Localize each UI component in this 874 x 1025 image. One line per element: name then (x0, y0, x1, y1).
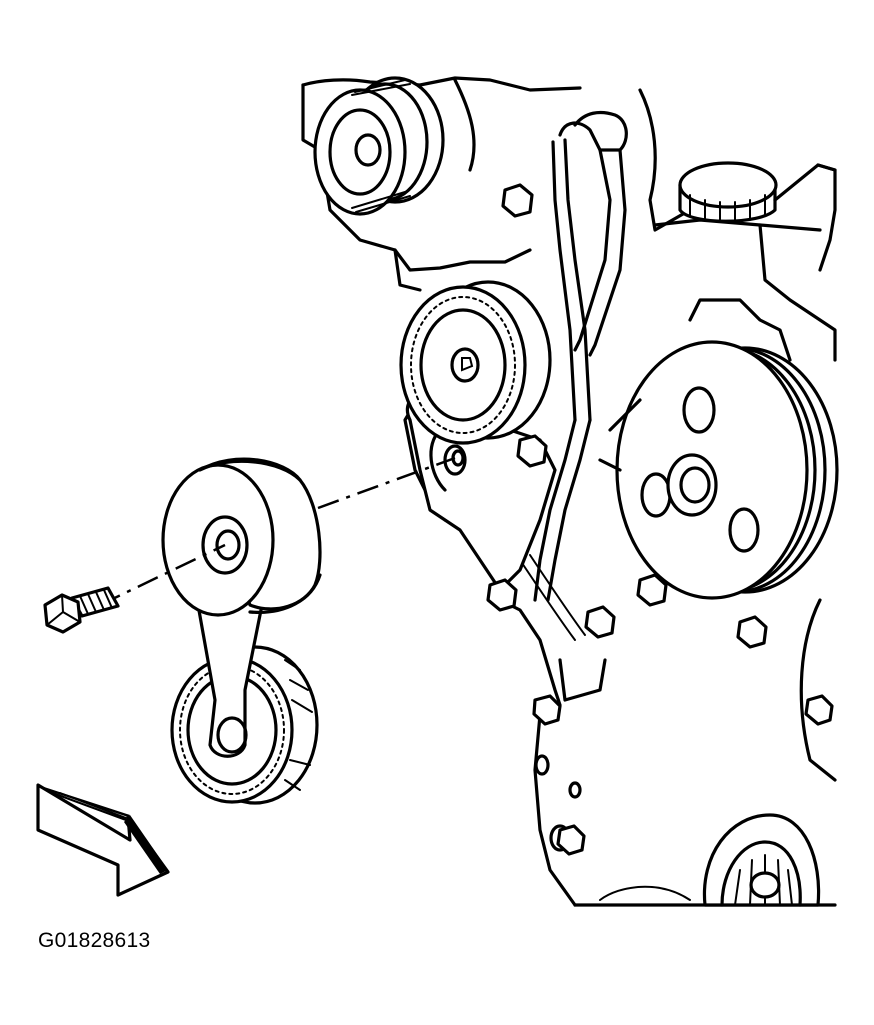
crankshaft-pulley (702, 813, 821, 907)
belt-tensioner-assembly (161, 457, 322, 805)
figure-caption: G01828613 (38, 929, 151, 952)
belt-runs (533, 110, 642, 602)
mounted-idler-pulley (399, 280, 552, 445)
oil-fill-cap (678, 161, 837, 223)
alignment-centerline (99, 456, 456, 607)
tensioner-bolt (43, 586, 120, 634)
upper-idler-pulley (313, 76, 445, 216)
engine-bolts (486, 183, 834, 856)
view-direction-arrow-icon (36, 783, 170, 897)
power-steering-pulley (615, 340, 839, 600)
